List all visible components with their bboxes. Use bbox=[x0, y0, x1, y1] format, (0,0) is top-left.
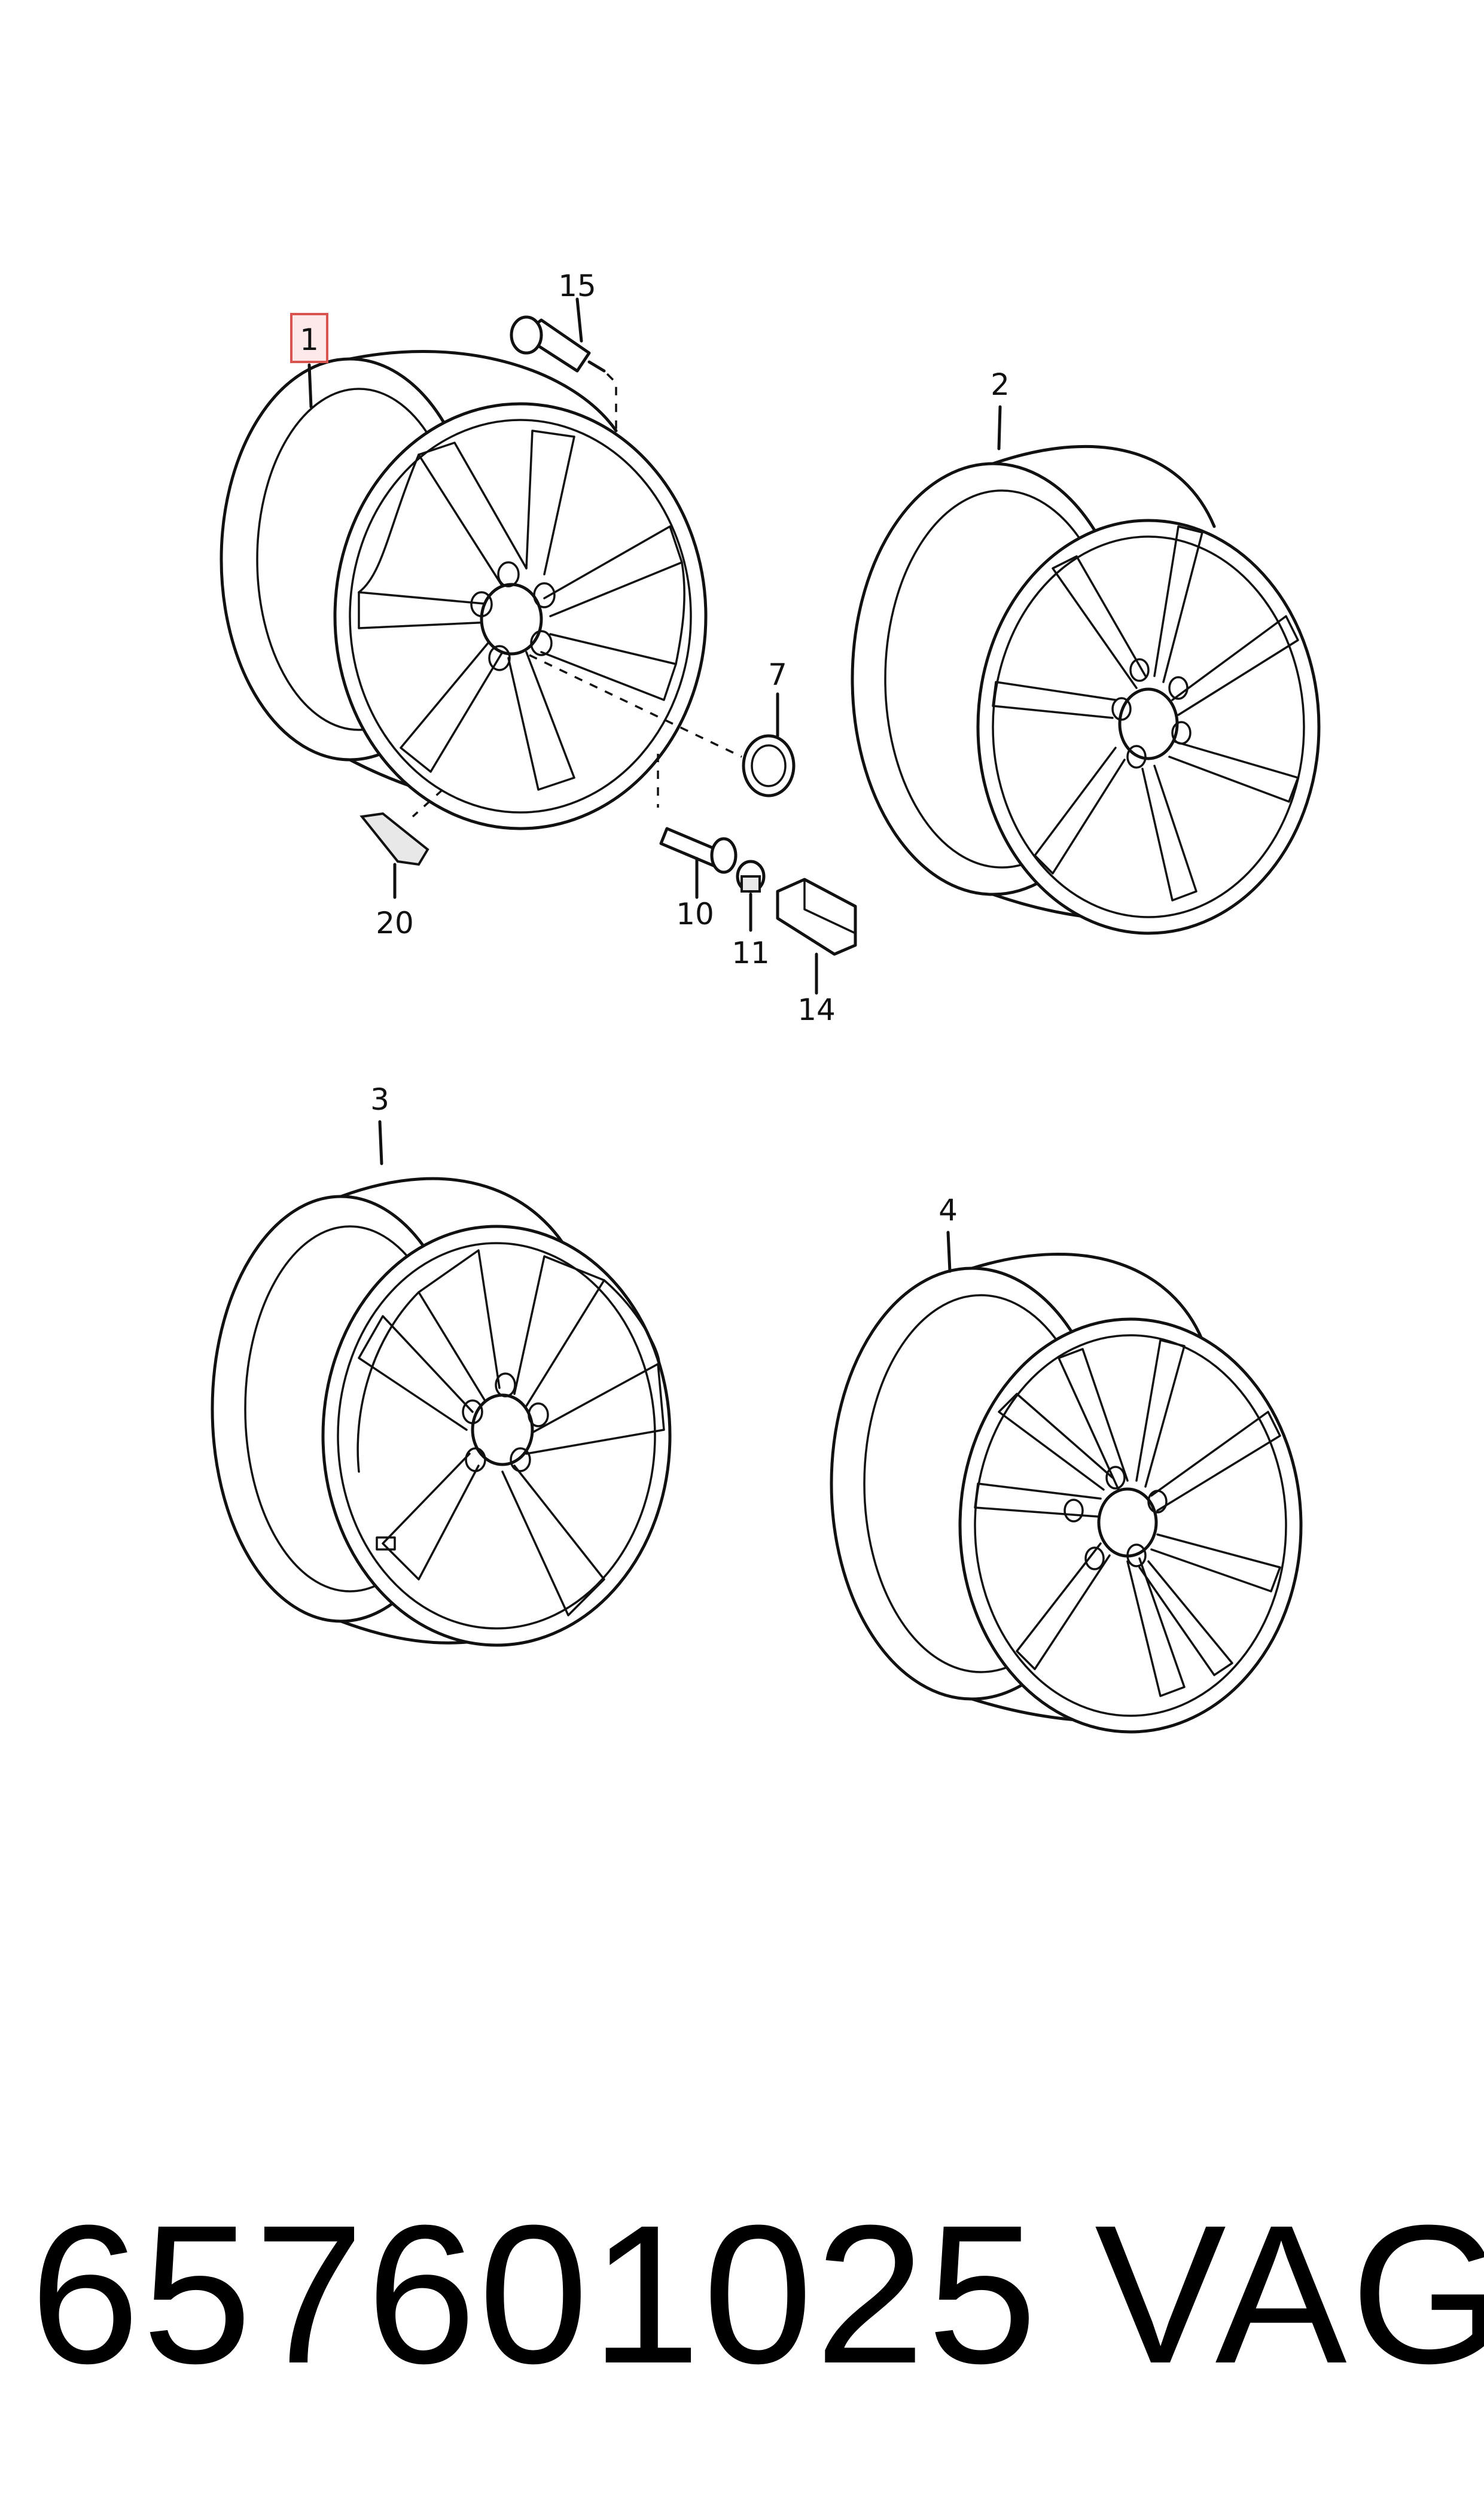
wheel-4-drawing bbox=[830, 1252, 1303, 1734]
callout-2[interactable]: 2 bbox=[991, 367, 1010, 402]
wheel-1-spokes bbox=[358, 430, 685, 791]
part-number-label: 657601025 bbox=[30, 2184, 1040, 2404]
wheel-3-spokes bbox=[356, 1249, 665, 1616]
callout-15[interactable]: 15 bbox=[558, 269, 596, 303]
leader-line-3 bbox=[378, 1120, 383, 1165]
bolt-and-accessories-drawing bbox=[657, 754, 857, 995]
callout-20[interactable]: 20 bbox=[376, 906, 414, 940]
leader-line-2 bbox=[997, 405, 1002, 450]
leader-line-1 bbox=[307, 363, 313, 409]
callout-7[interactable]: 7 bbox=[768, 657, 787, 692]
wheel-3-drawing bbox=[211, 1177, 672, 1647]
valve-stem-15-drawing bbox=[510, 297, 617, 431]
callout-3[interactable]: 3 bbox=[370, 1082, 389, 1117]
exploded-parts-diagram: 1 15 7 10 11 14 20 bbox=[211, 269, 1321, 1734]
leader-line-4 bbox=[946, 1231, 952, 1273]
callout-4[interactable]: 4 bbox=[938, 1193, 958, 1228]
wheel-1-drawing bbox=[220, 349, 708, 830]
center-cap-7-drawing bbox=[529, 654, 796, 797]
brand-label: VAG bbox=[1095, 2184, 1484, 2404]
wheel-4-spokes bbox=[974, 1339, 1281, 1697]
callout-11[interactable]: 11 bbox=[732, 936, 770, 970]
callout-14[interactable]: 14 bbox=[797, 992, 836, 1027]
wheel-2-drawing bbox=[851, 444, 1321, 935]
callout-10[interactable]: 10 bbox=[676, 897, 714, 931]
wheel-2-spokes bbox=[992, 525, 1299, 902]
callout-1-highlight-box bbox=[290, 313, 328, 363]
balance-weight-20-drawing bbox=[359, 788, 444, 899]
callout-1[interactable]: 1 bbox=[300, 322, 319, 357]
